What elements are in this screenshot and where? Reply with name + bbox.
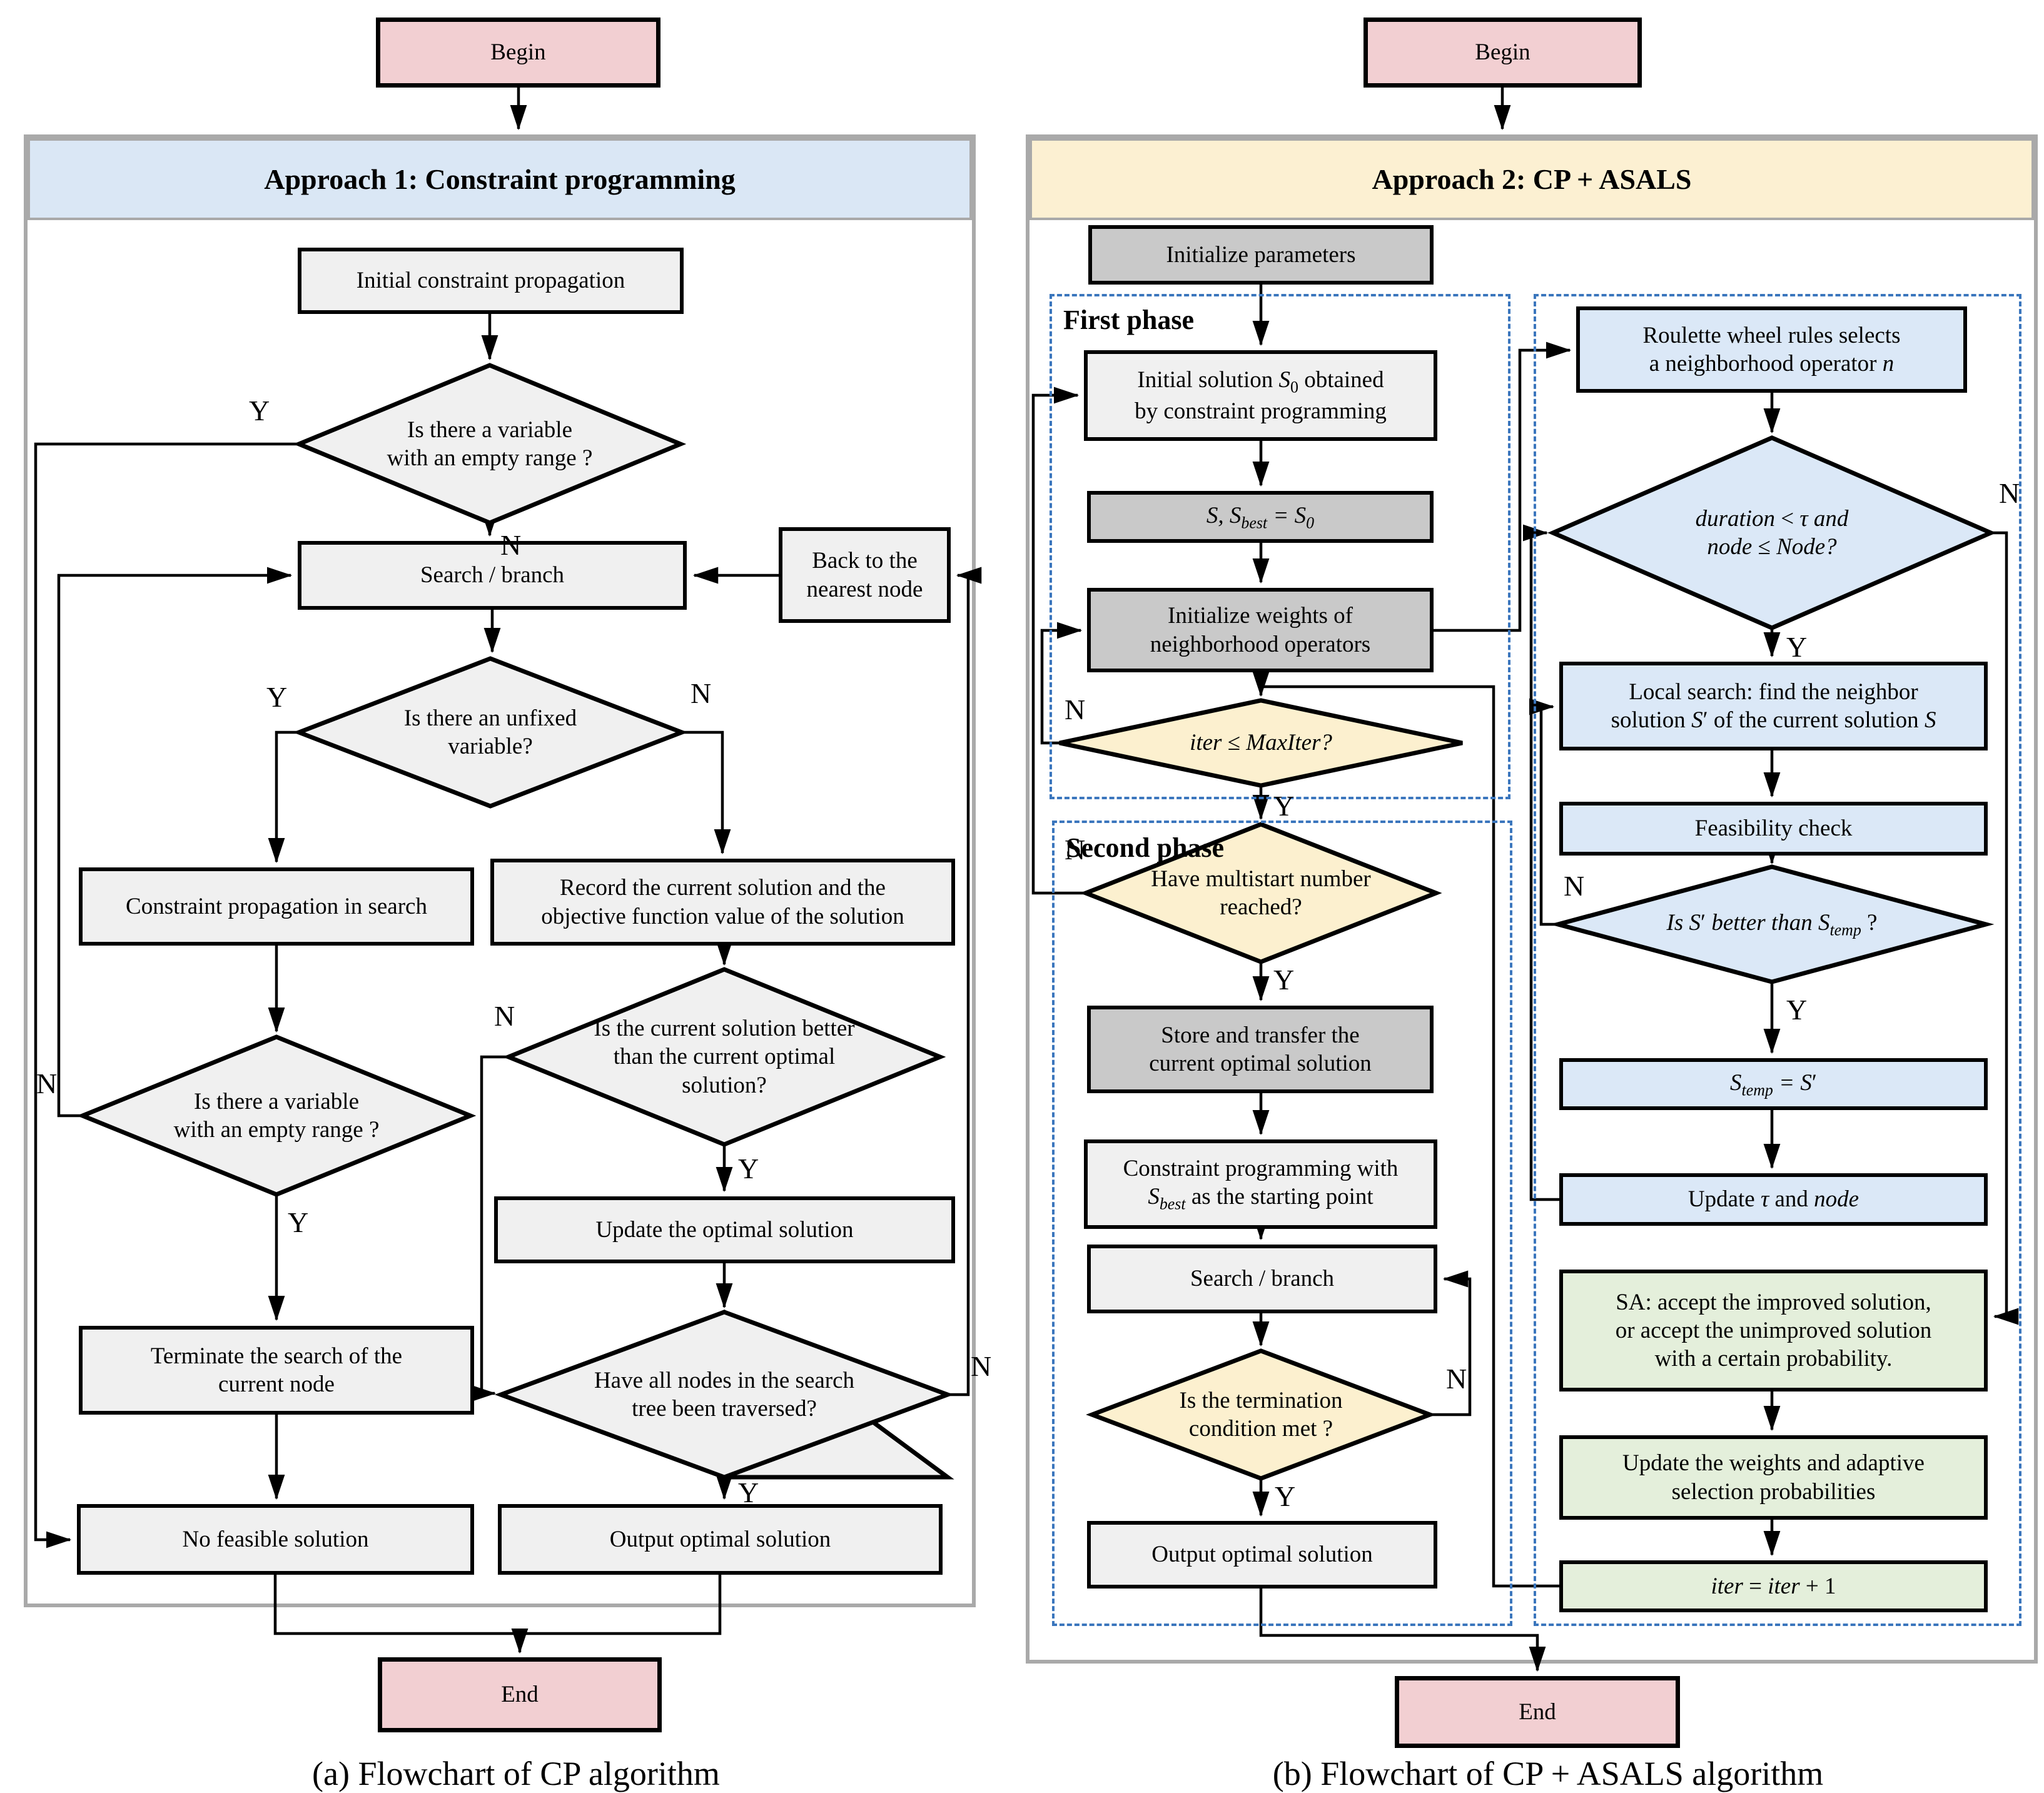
node-no-feasible-solution: No feasible solution [77, 1504, 474, 1575]
label-yes: Y [266, 681, 288, 713]
first-phase-label: First phase [1063, 305, 1194, 335]
label-yes: Y [1275, 1480, 1296, 1512]
label-no: N [494, 1000, 515, 1032]
node-record-solution: Record the current solution and the obje… [490, 859, 955, 946]
label-yes: Y [288, 1206, 309, 1238]
node-update-optimal: Update the optimal solution [494, 1196, 955, 1263]
node-feasibility-check: Feasibility check [1559, 802, 1988, 856]
label-yes: Y [1273, 790, 1295, 822]
label-yes: Y [1786, 994, 1808, 1026]
node-update-tau-node: Update τ and node [1559, 1173, 1988, 1226]
end-node-left: End [378, 1657, 662, 1732]
label-no: N [1065, 834, 1086, 866]
node-iter-plus-one: iter = iter + 1 [1559, 1560, 1988, 1612]
node-sa-accept: SA: accept the improved solution, or acc… [1559, 1270, 1988, 1391]
caption-b: (b) Flowchart of CP + ASALS algorithm [1272, 1755, 1824, 1792]
decision-termination: Is the termination condition met ? [1179, 1387, 1343, 1442]
label-yes: Y [1273, 964, 1295, 996]
decision-iter-maxiter: iter ≤ MaxIter? [1190, 730, 1332, 756]
node-output-optimal-right: Output optimal solution [1087, 1521, 1437, 1588]
label-yes: Y [738, 1477, 759, 1508]
caption-a: (a) Flowchart of CP algorithm [312, 1755, 720, 1792]
end-node-right: End [1395, 1676, 1680, 1748]
second-phase-label: Second phase [1066, 832, 1225, 863]
node-search-branch-left: Search / branch [298, 541, 687, 610]
label-yes: Y [249, 395, 270, 427]
node-initialize-parameters: Initialize parameters [1088, 225, 1434, 285]
second-phase-box [1052, 821, 1512, 1626]
asals-loop-box [1534, 294, 2021, 1626]
decision-empty-range-2: Is there a variable with an empty range … [173, 1088, 380, 1143]
node-search-branch-right: Search / branch [1087, 1245, 1437, 1313]
node-initialize-weights: Initialize weights of neighborhood opera… [1087, 588, 1434, 672]
node-s-sbest-s0: S, Sbest = S0 [1087, 491, 1434, 543]
decision-all-nodes-traversed: Have all nodes in the search tree been t… [594, 1367, 855, 1422]
node-update-weights: Update the weights and adaptive selectio… [1559, 1435, 1988, 1520]
decision-empty-range-1: Is there a variable with an empty range … [387, 417, 593, 471]
label-no: N [971, 1350, 992, 1382]
label-no: N [1999, 477, 2020, 509]
header-approach-1: Approach 1: Constraint programming [28, 138, 972, 220]
decision-s-better-stemp: Is S′ better than Stemp ? [1666, 910, 1878, 939]
decision-better-solution: Is the current solution better than the … [594, 1016, 855, 1098]
label-no: N [500, 529, 522, 561]
label-no: N [36, 1068, 58, 1099]
node-terminate-search: Terminate the search of the current node [79, 1326, 474, 1415]
node-initial-constraint-propagation: Initial constraint propagation [298, 248, 684, 314]
node-back-to-nearest: Back to the nearest node [779, 527, 951, 623]
label-yes: Y [738, 1153, 759, 1184]
node-stemp-equals-s: Stemp = S′ [1559, 1058, 1988, 1110]
label-no: N [691, 677, 712, 709]
header-approach-2: Approach 2: CP + ASALS [1030, 138, 2034, 220]
node-store-transfer: Store and transfer the current optimal s… [1087, 1006, 1434, 1093]
first-phase-box [1050, 294, 1510, 799]
begin-node-right: Begin [1364, 18, 1642, 88]
decision-multistart: Have multistart number reached? [1151, 866, 1371, 920]
node-cp-in-search: Constraint propagation in search [79, 867, 474, 946]
label-yes: Y [1786, 631, 1808, 663]
label-no: N [1065, 694, 1086, 725]
node-output-optimal-left: Output optimal solution [498, 1504, 943, 1575]
decision-unfixed-variable: Is there an unfixed variable? [403, 705, 577, 759]
begin-node-left: Begin [376, 18, 660, 88]
label-no: N [1446, 1363, 1467, 1395]
label-no: N [1564, 870, 1585, 902]
